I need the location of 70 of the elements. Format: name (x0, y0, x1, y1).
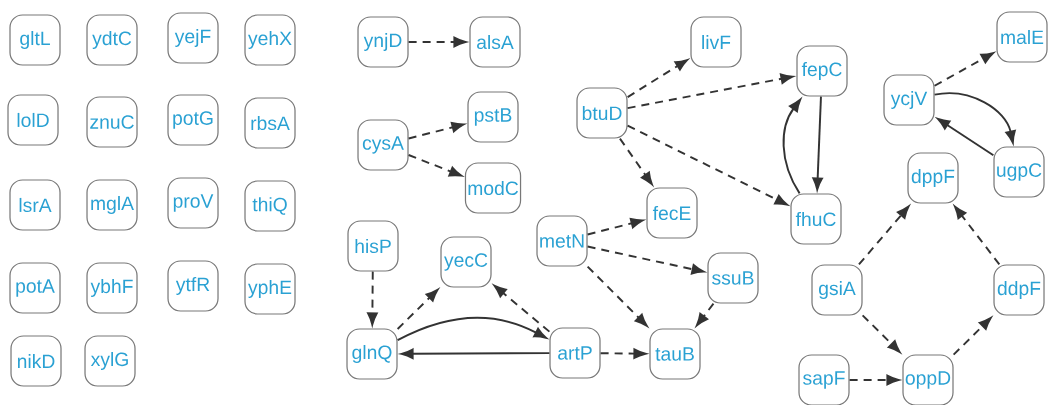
gene-box: gsiA (811, 264, 863, 316)
gene-box: hisP (347, 220, 399, 272)
arrow (586, 218, 644, 236)
arrow (396, 317, 547, 342)
gene-box: lolD (7, 94, 59, 146)
gene-box: dppF (907, 152, 959, 204)
gene-box: yphE (244, 263, 296, 315)
arrow (367, 270, 378, 326)
gene-box: oppD (902, 354, 954, 405)
gene-box: modC (464, 162, 522, 214)
gene-box: sapF (798, 354, 850, 405)
arrow (626, 124, 788, 206)
gene-box: lsrA (9, 179, 61, 231)
arrow (586, 265, 648, 327)
gene-box: fepC (796, 45, 848, 97)
arrow (407, 36, 467, 48)
gene-box: thiQ (244, 180, 296, 232)
gene-box: ynjD (357, 16, 409, 68)
gene-box: ycjV (883, 74, 935, 126)
arrow (407, 154, 463, 177)
arrow (599, 348, 647, 359)
gene-box: fhuC (790, 193, 842, 245)
gene-box: ytfR (167, 260, 219, 312)
gene-box: ydtC (86, 14, 138, 66)
gene-box: mglA (86, 179, 138, 231)
arrow (848, 374, 900, 386)
arrow (952, 317, 992, 356)
gene-box: fecE (646, 187, 698, 239)
gene-box: yecC (440, 236, 492, 288)
gene-box: proV (167, 177, 219, 229)
gene-box: potA (9, 262, 61, 314)
gene-box: nikD (10, 335, 62, 387)
arrow (618, 137, 653, 186)
gene-box: artP (549, 327, 601, 379)
gene-box: ugpC (993, 146, 1045, 198)
gene-box: btuD (576, 87, 628, 139)
gene-box: ssuB (707, 252, 759, 304)
gene-box: yejF (167, 12, 219, 64)
gene-box: xylG (84, 335, 136, 387)
gene-box: glnQ (346, 328, 398, 380)
arrow (696, 302, 715, 327)
arrow (493, 284, 551, 333)
arrow (626, 59, 688, 99)
arrow (858, 205, 910, 266)
arrow (812, 95, 823, 191)
gene-box: rbsA (244, 97, 296, 149)
gene-box: malE (996, 11, 1048, 63)
arrow (586, 245, 705, 275)
arrow (407, 122, 465, 140)
gene-box: ddpF (993, 264, 1045, 316)
gene-box: livF (690, 16, 742, 68)
arrow (933, 92, 1016, 144)
gene-box: yehX (244, 14, 296, 66)
gene-box: ybhF (86, 262, 138, 314)
gene-box: metN (536, 215, 588, 267)
gene-box: znuC (86, 96, 138, 148)
gene-box: tauB (649, 328, 701, 380)
gene-box: gltL (9, 14, 61, 66)
arrow (782, 98, 802, 195)
arrow (937, 117, 995, 157)
arrow (400, 348, 551, 360)
gene-box: alsA (469, 16, 521, 68)
arrow (861, 314, 901, 353)
gene-box: potG (167, 94, 219, 146)
gene-box: cysA (357, 119, 409, 171)
arrow (396, 288, 439, 330)
arrow (626, 73, 794, 110)
arrow (954, 205, 1001, 266)
gene-box: pstB (467, 91, 519, 143)
arrow (933, 52, 994, 87)
